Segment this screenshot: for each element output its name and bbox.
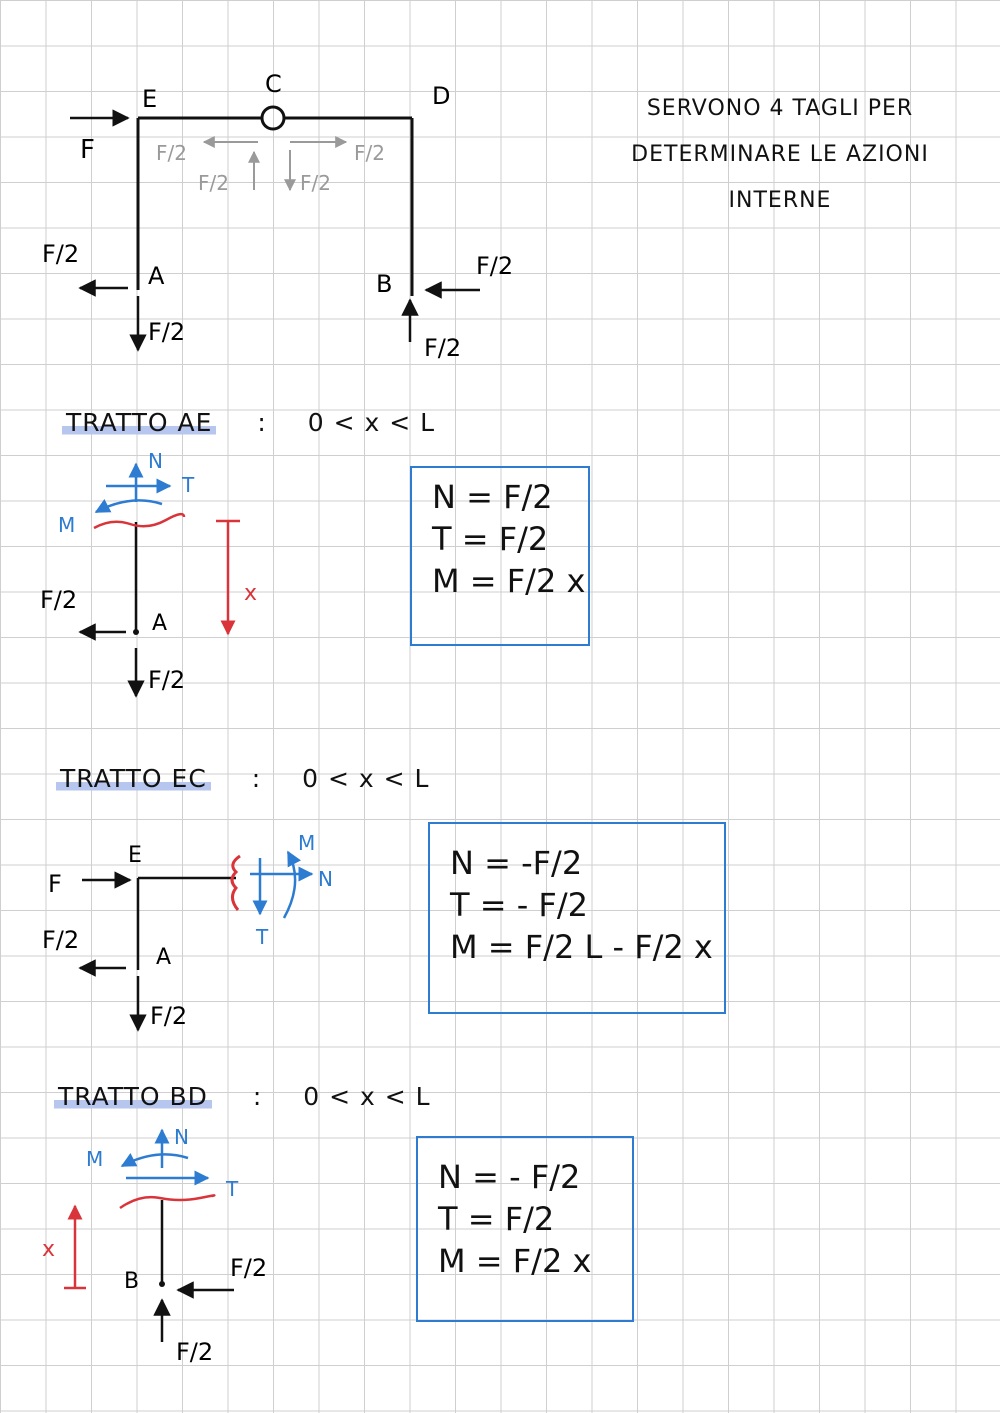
section-bd-equations-box: N = - F/2 T = F/2 M = F/2 x xyxy=(416,1136,634,1322)
label-fbd-ec-a: A xyxy=(156,945,171,970)
fbd-ae-cut xyxy=(93,512,186,530)
label-fbd-bd-x: x xyxy=(42,1237,55,1262)
label-hinge-force-left: F/2 xyxy=(156,141,187,165)
section-bd-range: 0 < x < L xyxy=(303,1082,431,1111)
label-fbd-bd-n: N xyxy=(174,1125,189,1149)
fbd-ae-m-arrow xyxy=(94,499,163,514)
note-line-3: INTERNE xyxy=(728,188,832,213)
label-fbd-ae-vertical-reaction: F/2 xyxy=(148,666,185,694)
label-fbd-ec-e: E xyxy=(128,843,142,868)
note-line-1: SERVONO 4 TAGLI PER xyxy=(646,96,914,121)
label-fbd-ae-a: A xyxy=(152,611,167,636)
label-hinge-force-down: F/2 xyxy=(300,171,331,195)
fbd-bd-m-arrow xyxy=(120,1153,189,1168)
section-ec-eq-t: T = - F/2 xyxy=(450,886,588,925)
label-fbd-bd-vertical-reaction: F/2 xyxy=(176,1338,213,1366)
section-ec-equations-box: N = -F/2 T = - F/2 M = F/2 L - F/2 x xyxy=(428,822,726,1014)
label-fbd-ec-n: N xyxy=(318,867,333,891)
section-ae-equations-box: N = F/2 T = F/2 M = F/2 x xyxy=(410,466,590,646)
fbd-section-ae: N T M F/2 F/2 A x xyxy=(40,449,257,698)
label-reaction-b-vertical: F/2 xyxy=(424,334,461,362)
label-reaction-a-horizontal: F/2 xyxy=(42,240,79,268)
section-ec-eq-n: N = -F/2 xyxy=(450,844,583,882)
label-reaction-a-vertical: F/2 xyxy=(148,318,185,346)
hinge-c-internal-forces: F/2 F/2 F/2 F/2 xyxy=(156,136,385,195)
note-line-2: DETERMINARE LE AZIONI xyxy=(631,142,929,167)
label-force-f: F xyxy=(80,135,95,165)
label-fbd-bd-b: B xyxy=(124,1269,139,1294)
label-fbd-bd-t: T xyxy=(225,1177,239,1201)
fbd-bd-cut xyxy=(119,1194,216,1210)
section-bd-heading: TRATTO BD : 0 < x < L xyxy=(54,1082,431,1111)
section-ae-eq-t: T = F/2 xyxy=(432,520,549,559)
fbd-ae-node-a xyxy=(133,629,139,635)
label-fbd-ae-n: N xyxy=(148,449,163,473)
section-ae-separator: : xyxy=(257,408,267,437)
fbd-section-ec: F E F/2 F/2 A N T M xyxy=(42,831,333,1032)
section-bd-eq-t: T = F/2 xyxy=(438,1200,555,1239)
main-frame xyxy=(136,105,414,296)
section-ae-heading: TRATTO AE : 0 < x < L xyxy=(62,408,435,437)
label-e: E xyxy=(142,85,157,113)
hinge-c xyxy=(260,105,286,131)
fbd-ec-cut xyxy=(230,854,241,911)
section-ae-name: TRATTO AE xyxy=(62,408,217,437)
note-text: SERVONO 4 TAGLI PER DETERMINARE LE AZION… xyxy=(600,86,960,224)
section-ae-eq-n: N = F/2 xyxy=(432,478,553,516)
fbd-ec-m-arrow xyxy=(282,850,301,919)
fbd-section-bd: N T M F/2 F/2 B x xyxy=(42,1125,267,1366)
label-d: D xyxy=(432,82,450,110)
section-bd-eq-m: M = F/2 x xyxy=(438,1242,592,1281)
section-ec-name: TRATTO EC xyxy=(56,764,211,793)
label-fbd-ae-x: x xyxy=(244,581,257,606)
label-fbd-bd-m: M xyxy=(86,1147,103,1171)
label-b: B xyxy=(376,270,392,298)
label-fbd-ec-vertical-reaction: F/2 xyxy=(150,1002,187,1030)
section-bd-name: TRATTO BD xyxy=(54,1082,212,1111)
label-a: A xyxy=(148,262,165,290)
section-ec-heading: TRATTO EC : 0 < x < L xyxy=(56,764,429,793)
label-fbd-ec-horizontal-reaction: F/2 xyxy=(42,926,79,954)
label-fbd-ec-t: T xyxy=(255,925,269,949)
label-fbd-ec-f: F xyxy=(48,870,62,898)
label-fbd-ae-horizontal-reaction: F/2 xyxy=(40,586,77,614)
label-fbd-bd-horizontal-reaction: F/2 xyxy=(230,1254,267,1282)
label-c: C xyxy=(265,70,282,98)
section-ae-eq-m: M = F/2 x xyxy=(432,562,586,601)
section-ec-separator: : xyxy=(251,764,262,793)
section-ec-eq-m: M = F/2 L - F/2 x xyxy=(450,928,713,967)
label-reaction-b-horizontal: F/2 xyxy=(476,252,513,280)
label-fbd-ec-m: M xyxy=(298,831,315,855)
section-ec-range: 0 < x < L xyxy=(302,764,430,793)
section-bd-separator: : xyxy=(252,1082,263,1111)
fbd-bd-node-b xyxy=(159,1281,165,1287)
label-fbd-ae-t: T xyxy=(181,473,195,497)
label-fbd-ae-m: M xyxy=(58,513,75,537)
label-hinge-force-up: F/2 xyxy=(198,171,229,195)
label-hinge-force-right: F/2 xyxy=(354,141,385,165)
section-bd-eq-n: N = - F/2 xyxy=(438,1158,581,1196)
section-ae-range: 0 < x < L xyxy=(307,408,436,437)
